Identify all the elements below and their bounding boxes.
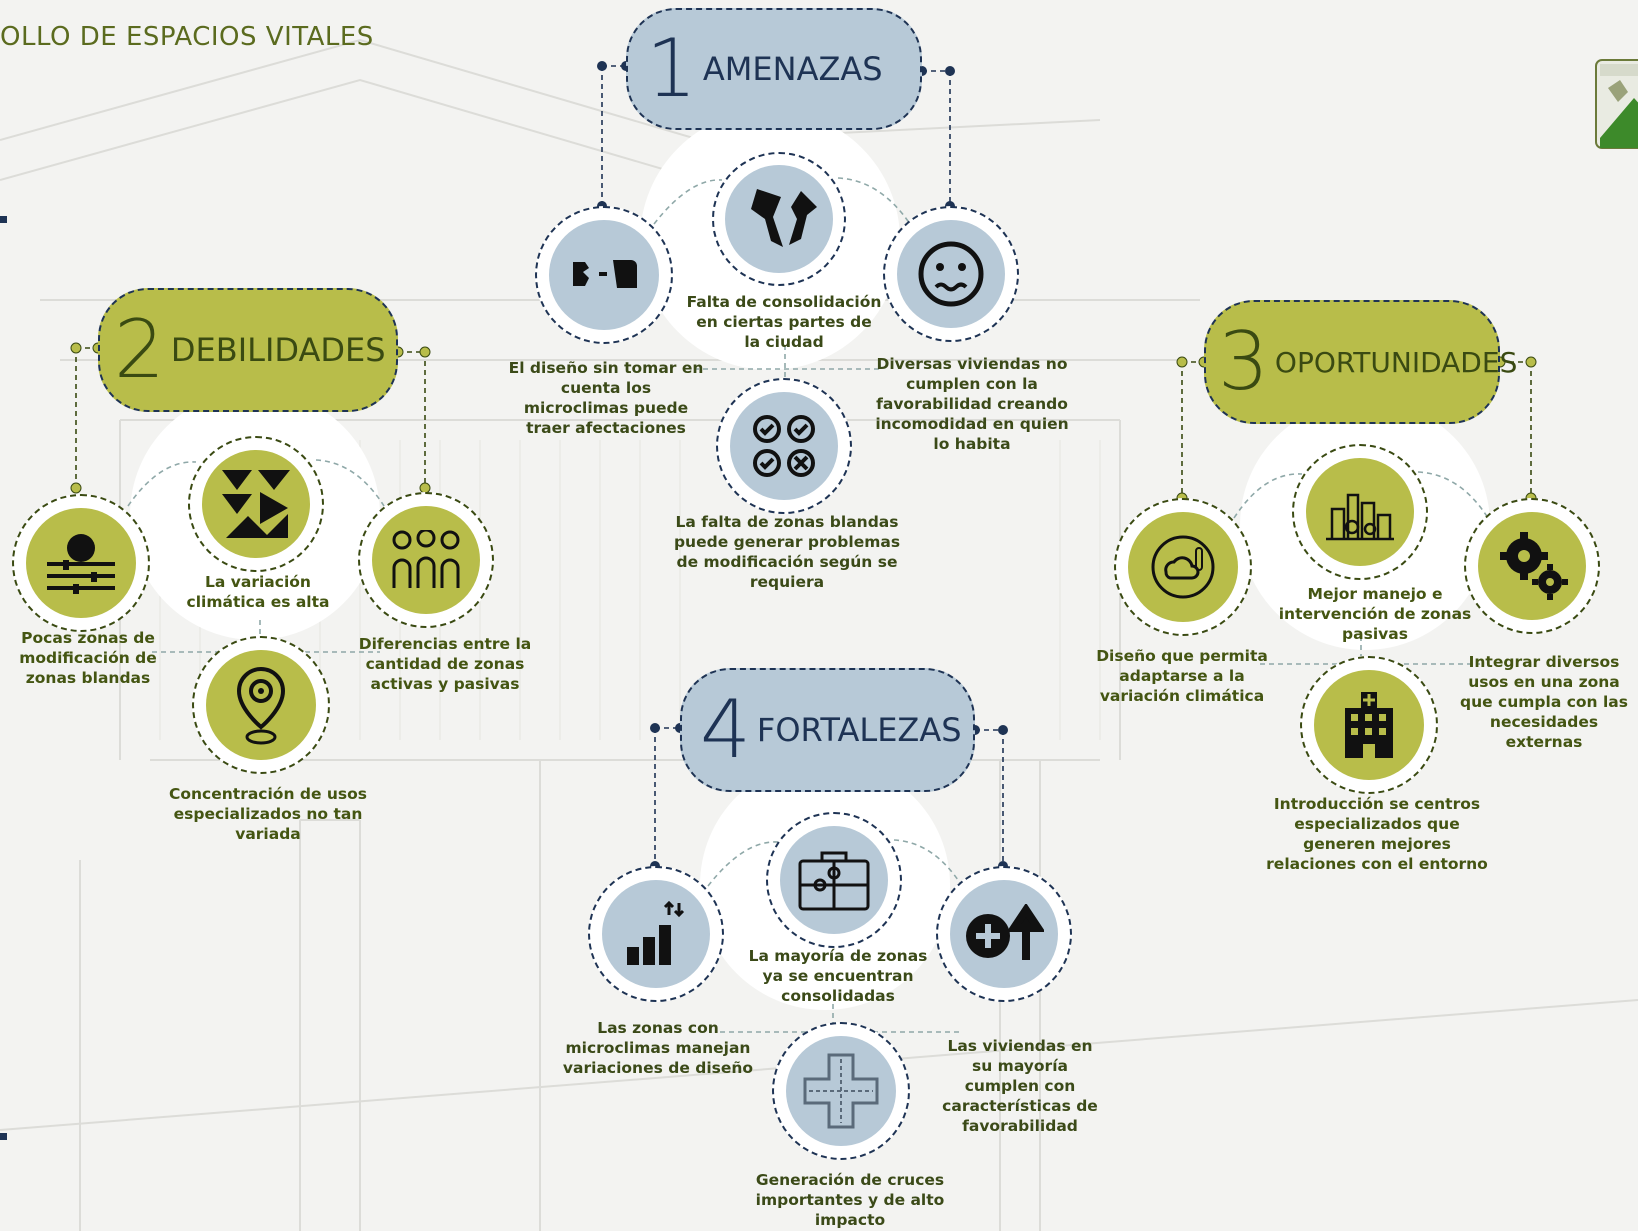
- section-number: 3: [1218, 315, 1269, 408]
- oportunidades-item-4-circle: [1300, 656, 1438, 794]
- debilidades-item-3-circle: [358, 492, 494, 628]
- debilidades-item-1-label: Pocas zonas de modificación de zonas bla…: [19, 629, 157, 687]
- bar-chart-growth-icon: [627, 900, 685, 965]
- location-target-icon: [236, 666, 286, 745]
- debilidades-item-1-circle: [12, 494, 150, 632]
- oportunidades-item-1-circle: [1114, 498, 1252, 636]
- fortalezas-item-2-label: La mayoría de zonas ya se encuentran con…: [748, 947, 928, 1005]
- debilidades-item-4-label: Concentración de usos especializados no …: [168, 785, 368, 843]
- amenazas-item-1-label: El diseño sin tomar en cuenta los microc…: [508, 359, 704, 437]
- fortalezas-item-4-label: Generación de cruces importantes y de al…: [755, 1171, 945, 1229]
- debilidades-item-2-label: La variación climática es alta: [186, 573, 330, 611]
- settings-sliders-icon: [47, 534, 115, 594]
- section-title: DEBILIDADES: [170, 331, 386, 369]
- amenazas-item-3-circle: [883, 206, 1019, 342]
- amenazas-item-3-label: Diversas viviendas no cumplen con la fav…: [875, 355, 1069, 453]
- section-number: 4: [700, 683, 751, 776]
- fortalezas-item-3-circle: [936, 866, 1072, 1002]
- broken-handshake-icon: [751, 189, 817, 247]
- side-marker-top: [0, 216, 7, 223]
- weather-thermometer-icon: [1151, 535, 1215, 599]
- tangram-icon: [222, 470, 290, 538]
- section-title: OPORTUNIDADES: [1274, 345, 1518, 379]
- section-header-oportunidades: 3 OPORTUNIDADES: [1204, 300, 1517, 424]
- fortalezas-item-3-label: Las viviendas en su mayoría cumplen con …: [942, 1037, 1098, 1135]
- debilidades-item-4-circle: [192, 636, 330, 774]
- add-arrow-up-icon: [966, 904, 1044, 960]
- checklist-icon: [753, 415, 815, 477]
- amenazas-item-4-circle: [716, 378, 852, 514]
- amenazas-item-2-circle: [712, 152, 846, 286]
- uneasy-face-icon: [918, 241, 984, 307]
- fortalezas-item-1-label: Las zonas con microclimas manejan variac…: [562, 1019, 754, 1077]
- puzzle-briefcase-icon: [798, 851, 870, 911]
- side-marker-bottom: [0, 1133, 7, 1140]
- gears-icon: [1500, 532, 1568, 600]
- city-park-icon: [1326, 493, 1394, 541]
- hospital-building-icon: [1345, 692, 1393, 758]
- oportunidades-item-3-label: Integrar diversos usos en una zona que c…: [1460, 653, 1628, 751]
- people-voting-icon: [392, 530, 460, 588]
- fortalezas-item-1-circle: [588, 866, 724, 1002]
- section-number: 2: [114, 303, 165, 396]
- brain-gears-icon: [573, 260, 637, 288]
- debilidades-item-3-label: Diferencias entre la cantidad de zonas a…: [358, 635, 532, 693]
- amenazas-item-1-circle: [535, 206, 673, 344]
- section-header-fortalezas: 4 FORTALEZAS: [680, 668, 975, 792]
- amenazas-item-2-label: Falta de consolidación en ciertas partes…: [686, 293, 882, 351]
- debilidades-item-2-circle: [188, 436, 324, 572]
- fortalezas-item-4-circle: [772, 1022, 910, 1160]
- section-number: 1: [646, 22, 697, 115]
- section-title: FORTALEZAS: [756, 711, 962, 749]
- section-title: AMENAZAS: [702, 50, 883, 88]
- amenazas-item-4-label: La falta de zonas blandas puede generar …: [673, 513, 901, 591]
- page-header-title: OLLO DE ESPACIOS VITALES: [0, 22, 374, 52]
- crossroads-icon: [803, 1053, 879, 1129]
- fortalezas-item-2-circle: [766, 812, 902, 948]
- oportunidades-item-2-circle: [1292, 444, 1428, 580]
- oportunidades-item-1-label: Diseño que permita adaptarse a la variac…: [1096, 647, 1268, 705]
- oportunidades-item-2-label: Mejor manejo e intervención de zonas pas…: [1278, 585, 1472, 643]
- oportunidades-item-3-circle: [1464, 498, 1600, 634]
- section-header-debilidades: 2 DEBILIDADES: [98, 288, 398, 412]
- oportunidades-item-4-label: Introducción se centros especializados q…: [1266, 795, 1488, 873]
- section-header-amenazas: 1 AMENAZAS: [626, 8, 922, 130]
- university-logo: [1595, 59, 1638, 149]
